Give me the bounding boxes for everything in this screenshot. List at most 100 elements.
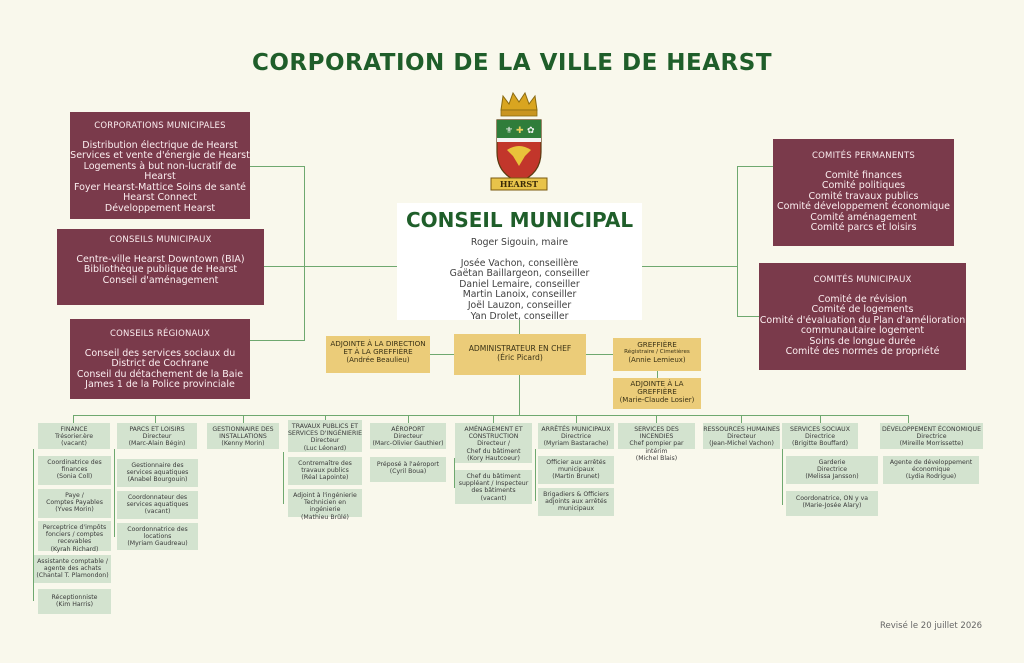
position-line: municipaux xyxy=(557,466,594,474)
dept-line: SERVICES SOCIAUX xyxy=(790,426,850,433)
dept-line: Directeur xyxy=(142,433,172,441)
list-item: District de Cochrane xyxy=(111,358,209,369)
dept-line: AMÉNAGEMENT ET xyxy=(464,426,523,433)
list-item: Soins de longue durée xyxy=(809,335,916,347)
position-line: (Myriam Gaudreau) xyxy=(127,540,188,548)
box-title: COMITÉS PERMANENTS xyxy=(812,151,915,161)
position-line: suppléant / Inspecteur xyxy=(458,480,529,488)
council-member: Daniel Lemaire, conseiller xyxy=(459,278,580,290)
position-box: Réceptionniste (Kim Harris) xyxy=(38,589,111,614)
dept-line: SERVICES D'INGÉNIERIE xyxy=(288,430,362,438)
position-line: services aquatiques xyxy=(126,501,189,509)
position-line: Comptes Payables xyxy=(46,499,103,507)
person-name: (Éric Picard) xyxy=(497,353,543,362)
list-item: Comité d'évaluation du Plan d'améliorati… xyxy=(759,314,966,326)
dept-finance: FINANCE Trésorier.ère (vacant) xyxy=(38,423,110,449)
list-item: Comité travaux publics xyxy=(808,190,919,202)
svg-text:⚜: ⚜ xyxy=(505,126,513,136)
dept-line: (Michel Blais) xyxy=(635,454,678,462)
dept-line: (Brigitte Bouffard) xyxy=(792,440,848,448)
dept-travaux-publics: TRAVAUX PUBLICS ET SERVICES D'INGÉNIERIE… xyxy=(288,420,362,452)
position-box: Brigadiers & Officiers adjoints aux arrê… xyxy=(538,488,614,516)
position-line: Assistante comptable / xyxy=(37,558,108,565)
conseil-municipal-box: CONSEIL MUNICIPAL Roger Sigouin, maire J… xyxy=(397,203,642,321)
position-box: Assistante comptable / agente des achats… xyxy=(34,555,111,583)
position-line: finances xyxy=(61,466,88,474)
dept-line: (Kenny Morin) xyxy=(221,440,265,448)
position-line: fonciers / comptes xyxy=(45,531,104,539)
position-box: Préposé à l'aéroport (Cyril Boua) xyxy=(370,457,446,482)
list-item: Conseil des services sociaux du xyxy=(84,347,236,359)
connector-line xyxy=(576,415,577,423)
box-title: CONSEILS RÉGIONAUX xyxy=(110,329,210,339)
dept-line: (Marc-Alain Bégin) xyxy=(128,440,186,448)
conseils-municipaux-box: CONSEILS MUNICIPAUX Centre-ville Hearst … xyxy=(57,229,264,305)
dept-line: SERVICES DES INCENDIES xyxy=(634,426,679,441)
connector-line xyxy=(519,320,520,334)
connector-line xyxy=(430,354,454,355)
dept-line: DÉVELOPPEMENT ÉCONOMIQUE xyxy=(882,426,981,433)
connector-line xyxy=(283,452,284,504)
position-line: (Yves Morin) xyxy=(55,506,94,514)
logo-banner-text: HEARST xyxy=(499,179,539,189)
position-line: Adjoint à l'ingénierie xyxy=(293,492,357,499)
box-title: ADJOINTE À LA GREFFIÈRE xyxy=(630,379,684,396)
connector-line xyxy=(519,375,520,415)
dept-services-sociaux: SERVICES SOCIAUX Directrice (Brigitte Bo… xyxy=(782,423,858,449)
person-name: (Marie-Claude Losier) xyxy=(619,396,695,404)
position-line: (Melissa Jansson) xyxy=(805,473,859,481)
position-line: Préposé à l'aéroport xyxy=(376,461,440,468)
position-line: (vacant) xyxy=(144,508,171,516)
comites-permanents-box: COMITÉS PERMANENTS Comité finances Comit… xyxy=(773,139,954,246)
position-box: Perceptrice d'impôts fonciers / comptes … xyxy=(38,521,111,553)
position-line: (Martin Brunet) xyxy=(552,473,600,481)
dept-line: Directeur xyxy=(727,433,756,441)
box-title: COMITÉS MUNICIPAUX xyxy=(813,275,912,285)
position-line: municipaux xyxy=(557,505,594,513)
dept-line: ARRÊTÉS MUNICIPAUX xyxy=(541,426,611,433)
corporations-municipales-box: CORPORATIONS MUNICIPALES Distribution él… xyxy=(70,112,250,219)
list-item: Centre-ville Hearst Downtown (BIA) xyxy=(76,253,245,265)
dept-line: (Kory Hautcoeur) xyxy=(467,454,520,462)
dept-line: (vacant) xyxy=(61,440,87,448)
connector-line xyxy=(114,449,115,537)
dept-line: Directeur xyxy=(310,437,340,445)
connector-line xyxy=(820,415,821,423)
box-title: CORPORATIONS MUNICIPALES xyxy=(94,121,226,131)
position-line: (Sonia Coll) xyxy=(56,473,93,481)
dept-line: PARCS ET LOISIRS xyxy=(129,426,185,433)
dept-line: (Marc-Olivier Gauthier) xyxy=(372,440,444,448)
box-title: ADMINISTRATEUR EN CHEF xyxy=(468,344,572,353)
position-line: (Kyrah Richard) xyxy=(50,545,99,553)
position-line: (Lydia Rodrigue) xyxy=(905,473,957,481)
list-item: Bibliothèque publique de Hearst xyxy=(83,264,238,275)
list-item: Comité développement économique xyxy=(777,201,950,212)
position-line: Contremaître des xyxy=(298,460,352,467)
person-name: (Annie Lemieux) xyxy=(628,355,686,364)
dept-line: Directrice xyxy=(916,433,947,441)
list-item: James 1 de la Police provinciale xyxy=(85,379,235,390)
connector-line xyxy=(408,415,409,423)
position-line: travaux publics xyxy=(301,467,349,475)
position-box: Coordonnatrice des locations (Myriam Gau… xyxy=(117,523,198,550)
connector-line xyxy=(325,415,326,423)
box-title: CONSEILS MUNICIPAUX xyxy=(109,235,212,245)
position-line: recevables xyxy=(57,538,92,546)
list-item: Comité aménagement xyxy=(810,211,917,223)
position-line: Paye / xyxy=(65,492,84,499)
dept-line: Trésorier.ère xyxy=(54,433,94,441)
council-member: Martin Lanoix, conseiller xyxy=(462,289,577,301)
list-item: Comité de logements xyxy=(811,304,914,315)
position-line: Réceptionniste xyxy=(51,594,98,601)
box-title: GREFFIÈRE xyxy=(637,340,677,349)
svg-text:✿: ✿ xyxy=(527,126,535,136)
position-line: Perceptrice d'impôts xyxy=(42,524,107,531)
administrateur-box: ADMINISTRATEUR EN CHEF (Éric Picard) xyxy=(454,334,586,375)
mayor-name: Roger Sigouin, maire xyxy=(470,237,569,248)
list-item: Services et vente d'énergie de Hearst xyxy=(70,150,250,161)
position-line: Coordinatrice des xyxy=(47,459,102,466)
position-box: Contremaître des travaux publics (Réal L… xyxy=(288,457,362,485)
position-line: Garderie xyxy=(818,459,846,466)
connector-line xyxy=(250,166,304,167)
connector-line xyxy=(304,166,305,341)
